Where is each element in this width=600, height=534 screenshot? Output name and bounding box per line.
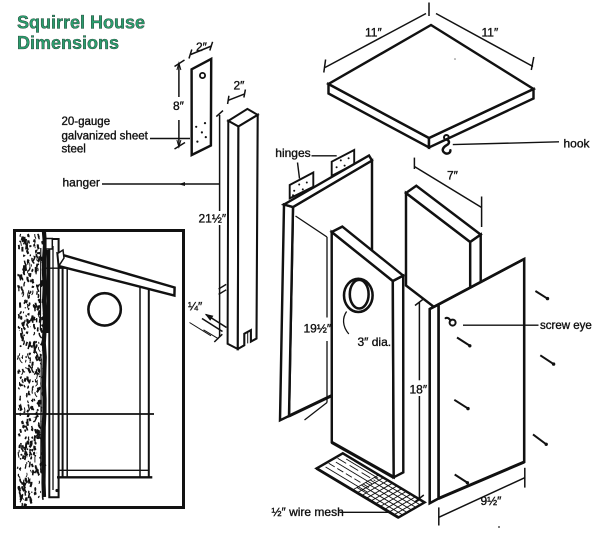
svg-text:18″: 18″ [410, 383, 428, 397]
svg-text:Squirrel House: Squirrel House [17, 13, 145, 33]
svg-text:11″: 11″ [365, 26, 382, 40]
svg-text:¼″: ¼″ [188, 300, 203, 314]
svg-text:½″ wire mesh: ½″ wire mesh [272, 505, 344, 519]
svg-text:7″: 7″ [447, 169, 459, 183]
svg-text:hinges: hinges [275, 146, 310, 160]
svg-text:11″: 11″ [482, 26, 499, 40]
svg-text:screw eye: screw eye [540, 320, 592, 332]
svg-text:galvanized sheet: galvanized sheet [62, 131, 149, 143]
svg-text:9½″: 9½″ [481, 494, 503, 508]
svg-text:Dimensions: Dimensions [17, 33, 119, 53]
svg-text:19½″: 19½″ [304, 322, 332, 336]
svg-text:steel: steel [62, 144, 86, 156]
svg-text:2″: 2″ [234, 79, 246, 93]
svg-text:21½″: 21½″ [199, 212, 227, 226]
svg-text:3″ dia.: 3″ dia. [358, 335, 392, 349]
svg-text:8″: 8″ [173, 99, 185, 113]
svg-text:20-gauge: 20-gauge [62, 116, 111, 128]
svg-text:hook: hook [564, 137, 591, 151]
svg-text:2″: 2″ [196, 40, 208, 54]
svg-text:hanger: hanger [63, 176, 100, 190]
